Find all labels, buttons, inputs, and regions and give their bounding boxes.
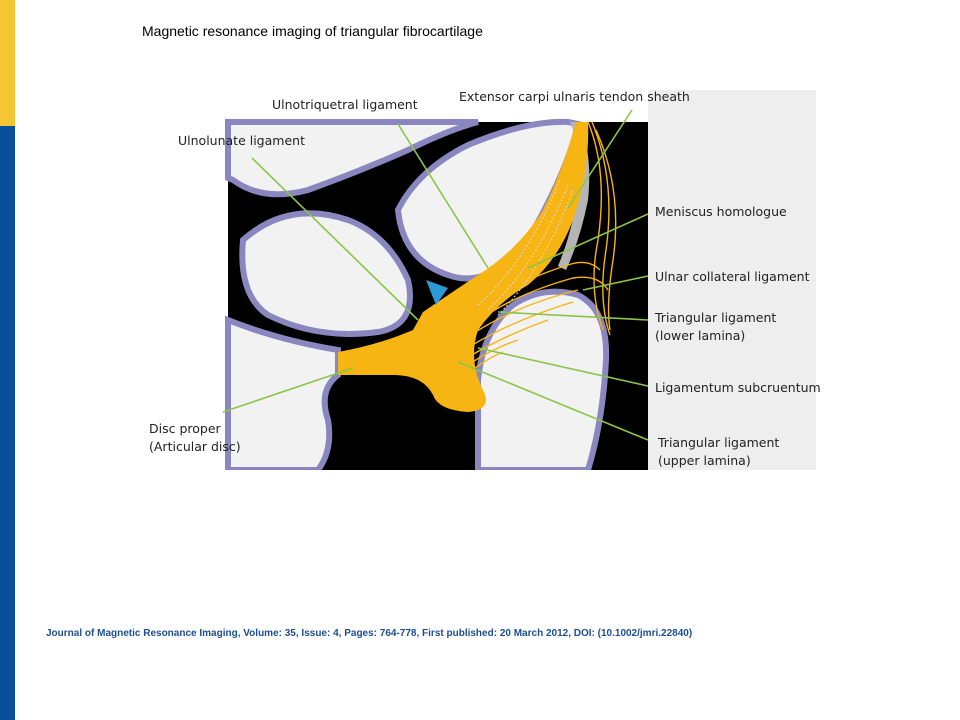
side-bar (0, 0, 15, 720)
citation: Journal of Magnetic Resonance Imaging, V… (46, 628, 693, 639)
label-tri-upper-1: Triangular ligament (658, 435, 780, 450)
leader-ecu (567, 109, 633, 209)
anatomy-diagram: Ulnotriquetral ligament Extensor carpi u… (148, 89, 821, 470)
leader-tri-lower (497, 311, 649, 321)
label-subcruentum: Ligamentum subcruentum (655, 380, 821, 395)
label-meniscus: Meniscus homologue (655, 204, 787, 219)
outer-soft-tissue (648, 90, 816, 470)
leader-meniscus (527, 213, 649, 269)
ligament-fibers (447, 121, 617, 381)
triangle-marker (426, 280, 448, 305)
triangular-fibrocartilage (338, 122, 589, 412)
radius-bone (225, 315, 341, 470)
anatomy-svg (148, 90, 816, 470)
ulna-head-bone (475, 288, 610, 470)
label-disc-1: Disc proper (149, 421, 221, 436)
label-ulnotriquetral: Ulnotriquetral ligament (272, 97, 418, 112)
label-tri-lower-1: Triangular ligament (655, 310, 777, 325)
leader-lines (222, 109, 649, 441)
leader-ulnolunate (251, 157, 419, 321)
leader-subcruentum (477, 347, 649, 387)
label-tri-upper-2: (upper lamina) (658, 453, 751, 468)
leader-ulnar-collateral (582, 275, 649, 291)
meniscus-dashes (477, 179, 574, 316)
label-tri-lower-2: (lower lamina) (655, 328, 746, 343)
label-ulnar-collateral: Ulnar collateral ligament (655, 269, 810, 284)
lunate-bone (239, 210, 413, 337)
carpal-bone-top (225, 119, 479, 198)
label-disc-2: (Articular disc) (149, 439, 241, 454)
label-ecu-sheath: Extensor carpi ulnaris tendon sheath (459, 89, 690, 104)
leader-tri-upper (457, 361, 649, 441)
leader-disc (222, 367, 354, 413)
leader-ulnotriquetral (397, 123, 489, 269)
side-bar-accent (0, 0, 15, 126)
slide-title: Magnetic resonance imaging of triangular… (142, 23, 483, 39)
left-margin (148, 90, 228, 470)
label-ulnolunate: Ulnolunate ligament (178, 133, 305, 148)
